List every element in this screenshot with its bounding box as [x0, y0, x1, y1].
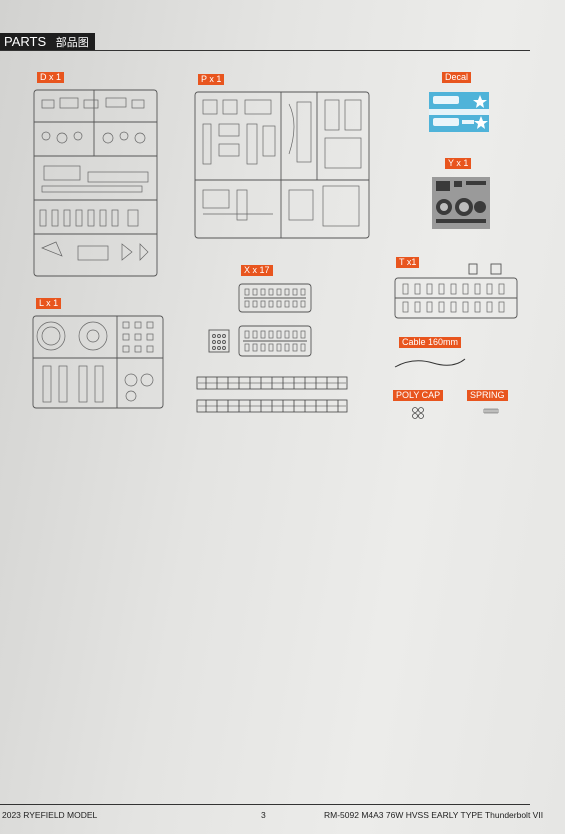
sprue-t-drawing	[394, 263, 518, 319]
photo-etch-y	[432, 177, 490, 229]
footer-product: RM-5092 M4A3 76W HVSS EARLY TYPE Thunder…	[324, 810, 544, 820]
decal-sheet	[429, 92, 489, 132]
sprue-l-drawing	[32, 315, 164, 409]
parts-title: PARTS	[4, 34, 47, 49]
parts-header: PARTS 部品图	[0, 33, 95, 51]
cable-label: Cable 160mm	[399, 337, 462, 348]
sprue-x-drawing-1	[238, 283, 312, 313]
header-rule	[0, 50, 530, 51]
parts-title-cn: 部品图	[55, 37, 89, 49]
sprue-p-drawing	[194, 91, 370, 239]
decal-label: Decal	[442, 72, 472, 83]
sprue-label-d: D x 1	[37, 72, 65, 83]
sprue-label-y: Y x 1	[445, 158, 472, 169]
sprue-label-t: T x1	[396, 257, 420, 268]
footer-rule	[0, 804, 530, 805]
polycap-drawing	[412, 407, 424, 419]
sprue-label-p: P x 1	[198, 74, 225, 85]
sprue-label-x: X x 17	[241, 265, 273, 276]
sprue-d-drawing	[33, 89, 158, 277]
polycap-label: POLY CAP	[393, 390, 444, 401]
spring-label: SPRING	[467, 390, 508, 401]
spring-drawing	[483, 408, 499, 414]
footer-copyright: 2023 RYEFIELD MODEL	[2, 810, 98, 820]
sprue-label-l: L x 1	[36, 298, 62, 309]
track-links-drawing	[196, 376, 348, 413]
sprue-x-drawing-2	[208, 325, 312, 357]
cable-drawing	[394, 358, 466, 368]
footer-page-number: 3	[261, 810, 266, 820]
